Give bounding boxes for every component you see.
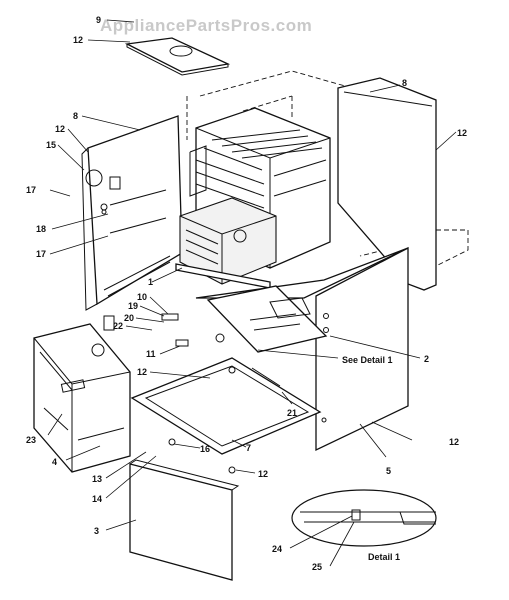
callout-12-top: 12 <box>73 35 83 45</box>
part-right-cabinet[interactable] <box>195 246 409 452</box>
callout-17-a: 17 <box>26 185 36 195</box>
part-bottom-frame[interactable] <box>130 357 322 455</box>
callout-24: 24 <box>272 544 282 554</box>
callout-18: 18 <box>36 224 46 234</box>
callout-8-right: 8 <box>402 78 407 88</box>
callout-5: 5 <box>386 466 391 476</box>
callout-12-bottom-a: 12 <box>449 437 459 447</box>
leader-lines <box>47 19 457 567</box>
detail-1-label: Detail 1 <box>368 552 400 562</box>
callout-17-b: 17 <box>36 249 46 259</box>
part-burner-assembly[interactable] <box>179 197 277 285</box>
callout-2: 2 <box>424 354 429 364</box>
callout-1: 1 <box>148 277 153 287</box>
callout-12-mid: 12 <box>137 367 147 377</box>
callout-13: 13 <box>92 474 102 484</box>
callout-14: 14 <box>92 494 102 504</box>
callout-15: 15 <box>46 140 56 150</box>
callout-7: 7 <box>246 443 251 453</box>
see-detail-1-label: See Detail 1 <box>342 355 393 365</box>
callout-22: 22 <box>113 321 123 331</box>
callout-4: 4 <box>52 457 57 467</box>
part-left-side-panel[interactable] <box>81 115 183 311</box>
part-hardware[interactable] <box>100 313 281 474</box>
callout-10: 10 <box>137 292 147 302</box>
callout-19: 19 <box>128 301 138 311</box>
callout-23: 23 <box>26 435 36 445</box>
callout-12-right: 12 <box>457 128 467 138</box>
callout-11: 11 <box>146 349 156 359</box>
callout-9: 9 <box>96 15 101 25</box>
part-top-cover[interactable] <box>124 37 231 76</box>
watermark-text: AppliancePartsPros.com <box>100 16 312 35</box>
part-lower-door[interactable] <box>129 459 240 581</box>
callout-25: 25 <box>312 562 322 572</box>
callout-16: 16 <box>200 444 210 454</box>
callout-12-left: 12 <box>55 124 65 134</box>
callout-8-left: 8 <box>73 111 78 121</box>
callout-20: 20 <box>124 313 134 323</box>
part-back-panel[interactable] <box>337 77 437 291</box>
part-divider-plate[interactable] <box>206 285 328 353</box>
callout-3: 3 <box>94 526 99 536</box>
part-front-control-panel[interactable] <box>33 323 131 473</box>
callout-21: 21 <box>287 408 297 418</box>
callout-12-bottom-b: 12 <box>258 469 268 479</box>
detail-1-view <box>291 489 437 547</box>
